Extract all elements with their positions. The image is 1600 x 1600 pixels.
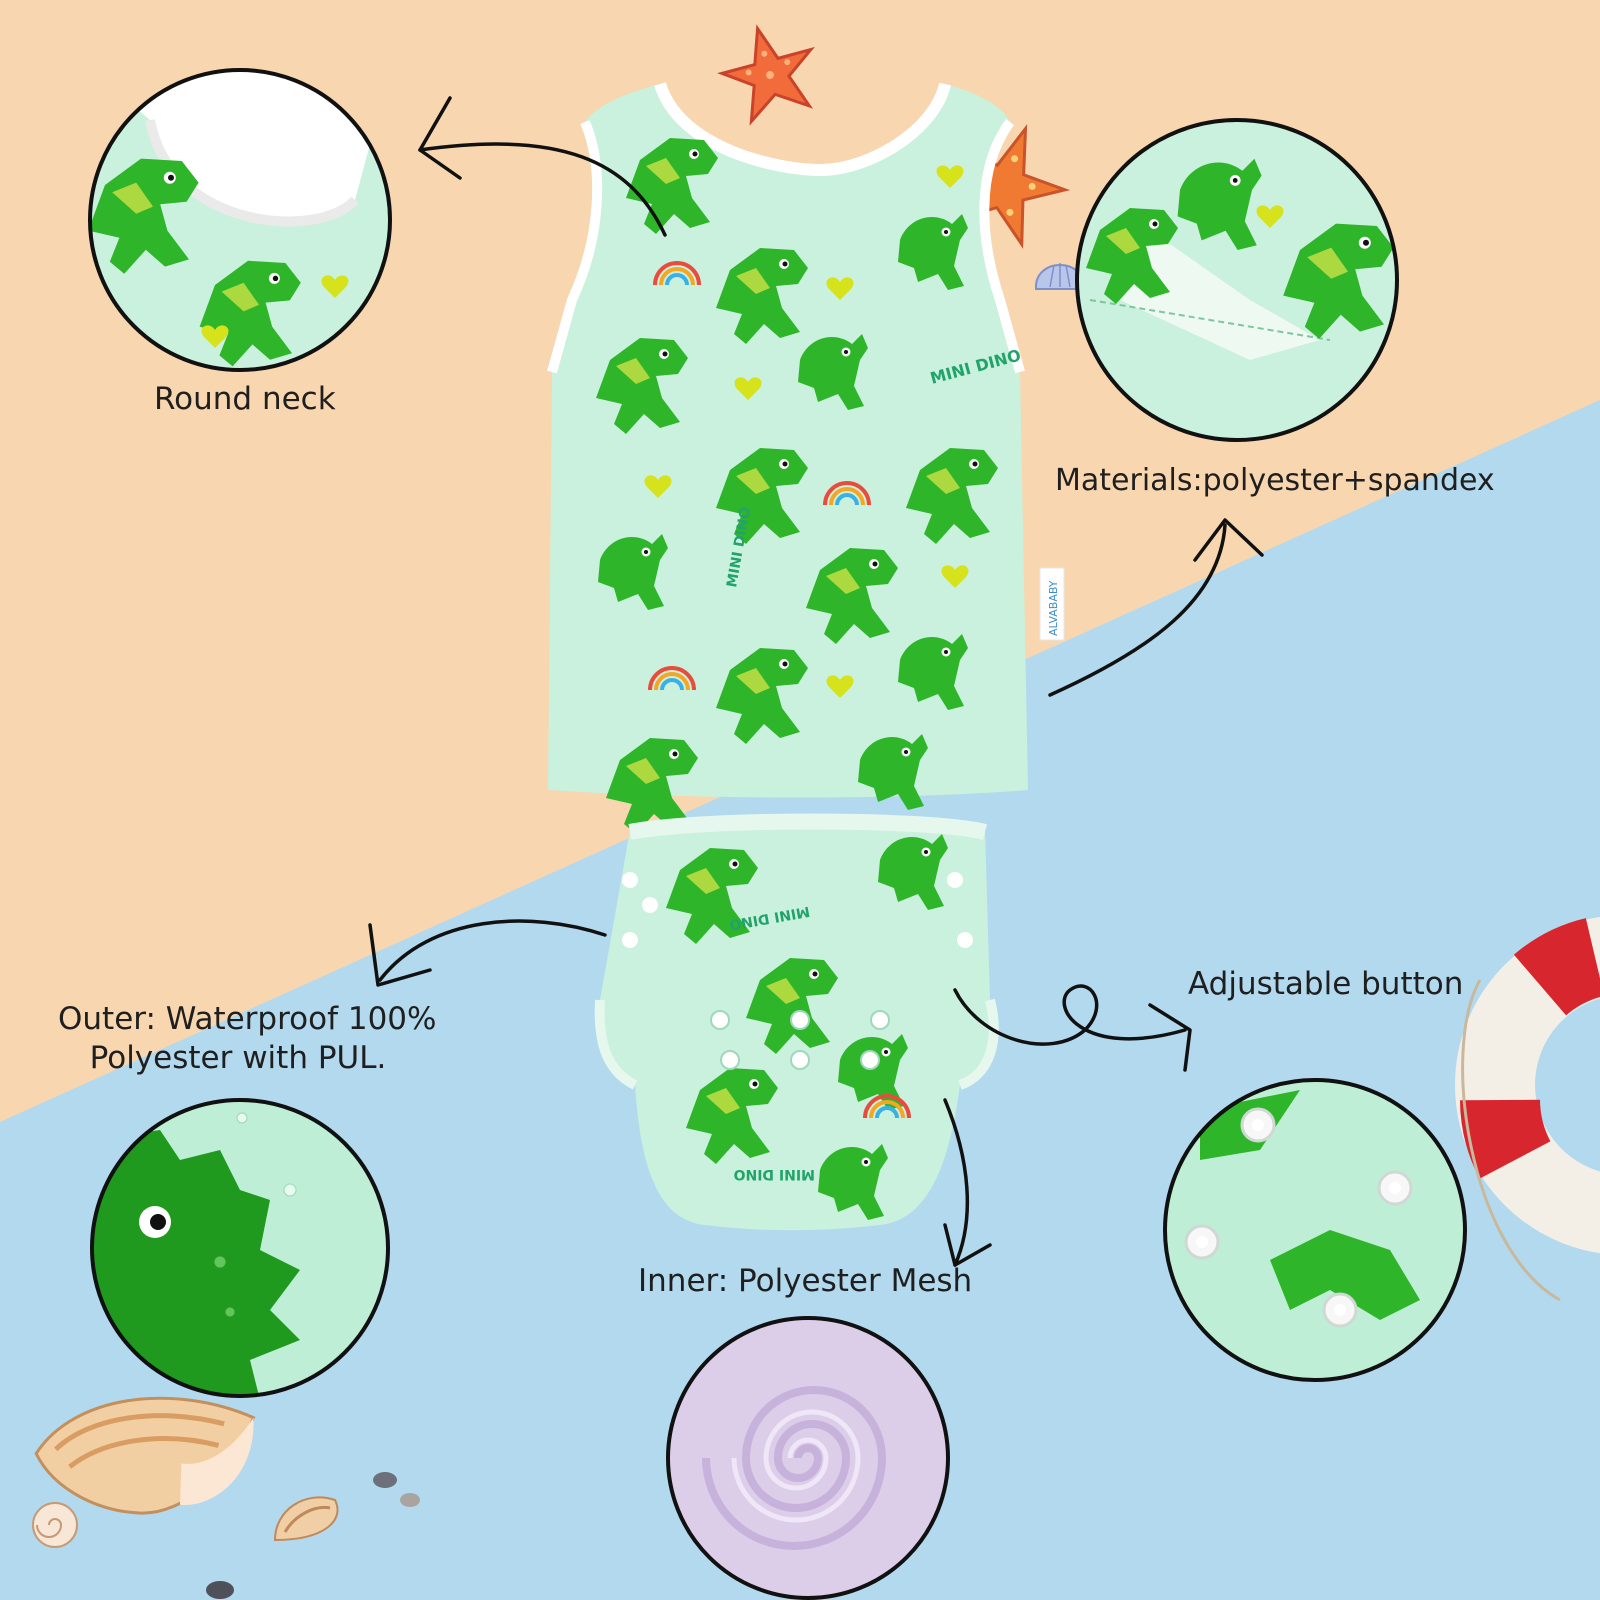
callout-inner: Inner: Polyester Mesh: [638, 1263, 973, 1299]
arrow-materials: [1048, 518, 1264, 697]
brand-tag: [1039, 567, 1065, 641]
callout-outer-line2: Polyester with PUL.: [89, 1039, 387, 1076]
seashell-conch: [34, 1396, 256, 1515]
callout-outer: Outer: Waterproof 100% Polyester with PU…: [58, 1000, 437, 1078]
arrow-adjustable: [953, 984, 1192, 1072]
pebble: [373, 1472, 397, 1488]
seashell-spiral: [273, 1496, 339, 1542]
callout-adjustable-button: Adjustable button: [1188, 966, 1464, 1002]
detail-circle-buttons: [1163, 1078, 1467, 1382]
lifebuoy: [1455, 916, 1600, 1302]
arrow-round-neck: [418, 96, 667, 237]
arrow-outer: [368, 919, 607, 987]
seashell-small: [32, 1502, 78, 1548]
callout-outer-line1: Outer: Waterproof 100%: [58, 1001, 437, 1037]
print-motif-text: MINI DINO: [734, 1166, 815, 1182]
pebble: [400, 1493, 420, 1507]
swim-diaper: MINI DINO MINI DINO: [594, 813, 999, 1231]
detail-circle-waterproof: [90, 1098, 390, 1398]
detail-circle-round-neck: [88, 68, 392, 372]
detail-circle-mesh: [666, 1316, 950, 1600]
starfish-top: [717, 24, 815, 126]
detail-circle-materials: [1075, 118, 1399, 442]
callout-round-neck: Round neck: [154, 381, 336, 417]
tank-top: MINI DINO MINI DINO ALVABABY: [547, 81, 1065, 834]
pebble: [206, 1581, 234, 1599]
brand-tag-text: ALVABABY: [1047, 580, 1060, 636]
callout-materials: Materials:polyester+spandex: [1055, 463, 1495, 498]
arrow-inner: [943, 1098, 992, 1267]
